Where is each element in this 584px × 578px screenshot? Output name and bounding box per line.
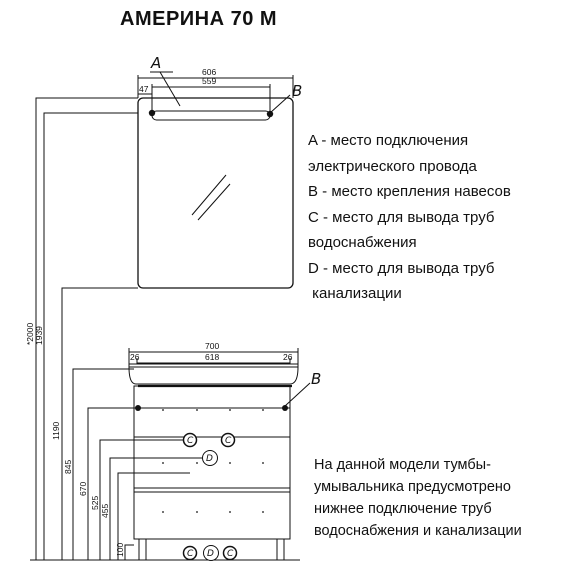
legend-line: C - место для вывода труб [308, 208, 495, 226]
cabinet-mount-right [282, 405, 288, 411]
dim-cabinet-right: 26 [283, 352, 293, 362]
dim-h525: 525 [90, 496, 100, 510]
label-a: A [150, 54, 161, 72]
pipe-c-label: C [227, 549, 234, 559]
dim-mirror-offset: 47 [139, 84, 149, 94]
pipe-c-label: C [187, 549, 194, 559]
mount-point-a [148, 109, 156, 117]
legend-line: водоснабжения [308, 234, 417, 251]
page-title: АМЕРИНА 70 М [120, 8, 278, 30]
dim-h100: 100 [115, 543, 125, 557]
legend: A - место подключения электрического про… [308, 128, 511, 307]
mount-point-b [266, 110, 274, 118]
dim-h845: 845 [63, 460, 73, 474]
legend-line: электрического провода [308, 157, 477, 175]
note-line: На данной модели тумбы- [314, 457, 491, 473]
label-b-mirror: B [292, 82, 302, 100]
basin-rim [128, 363, 299, 368]
dim-h1939: 1939 [34, 326, 44, 345]
note-line: нижнее подключение труб [314, 501, 492, 517]
dim-h2000: *2000 [25, 323, 35, 345]
note-line: водоснабжения и канализации [314, 523, 522, 539]
cabinet-leg [138, 538, 147, 561]
dim-mirror-width: 606 [202, 67, 216, 77]
dim-h670: 670 [78, 482, 88, 496]
legend-line: D - место для вывода труб [308, 259, 495, 277]
basin-outline [128, 366, 299, 385]
pipe-d-label: D [207, 549, 214, 559]
note-line: умывальника предусмотрено [314, 479, 511, 495]
legend-line: канализации [308, 285, 402, 302]
mirror-outline [137, 97, 294, 289]
label-b-cabinet: B [311, 370, 321, 388]
mirror-light-strip [151, 110, 271, 121]
dim-cabinet-left: 26 [130, 352, 140, 362]
pipe-c-label: C [187, 436, 194, 446]
cabinet-mount-left [135, 405, 141, 411]
pipe-d-label: D [206, 454, 213, 464]
mirror-glare [191, 174, 227, 216]
mirror-glare [197, 183, 231, 221]
dim-h1190: 1190 [51, 421, 61, 440]
installation-note: На данной модели тумбы- умывальника пред… [314, 454, 582, 542]
dim-cabinet-width: 700 [205, 341, 219, 351]
legend-line: B - место крепления навесов [308, 183, 511, 200]
legend-line: A - место подключения [308, 132, 469, 149]
pipe-c-label: C [225, 436, 232, 446]
cabinet-leg [276, 538, 285, 561]
dim-cabinet-inner: 618 [205, 352, 219, 362]
dim-mirror-inner: 559 [202, 76, 216, 86]
dim-h455: 455 [100, 504, 110, 518]
cabinet-body [133, 385, 291, 540]
